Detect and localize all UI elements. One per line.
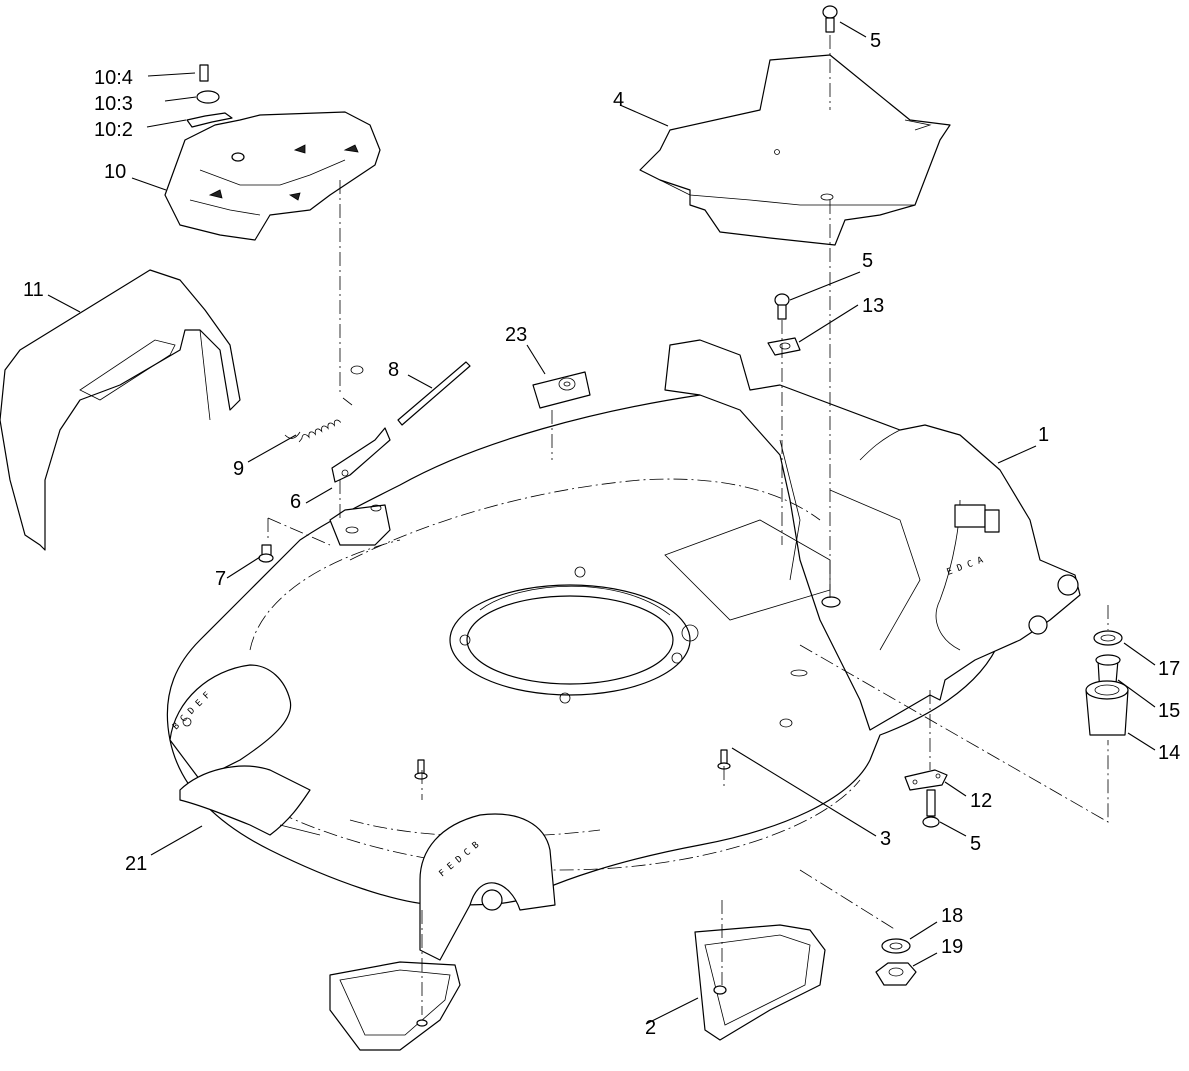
callout-8: 8 [388, 359, 399, 381]
callout-10: 10 [104, 161, 126, 183]
nut-item-19 [875, 962, 917, 986]
decal [532, 371, 591, 409]
bracket [331, 427, 391, 483]
bolt-upper [822, 5, 838, 33]
knob-item-14 [1085, 680, 1129, 736]
spring [284, 397, 353, 443]
callout-5-middle: 5 [862, 250, 873, 272]
callout-10-2: 10:2 [94, 119, 133, 141]
front-plate [179, 765, 321, 836]
callout-9: 9 [233, 458, 244, 480]
callout-17: 17 [1158, 658, 1180, 680]
callout-10-4: 10:4 [94, 67, 133, 89]
washer-item-17 [1093, 630, 1123, 646]
callout-2: 2 [645, 1017, 656, 1039]
bracket-item-12 [904, 769, 948, 791]
front-wheel-pocket-left: B C D E F [169, 664, 292, 781]
skid-plate-left [329, 961, 461, 1051]
baffle-plate [639, 54, 951, 246]
callout-13: 13 [862, 295, 884, 317]
clip [767, 337, 801, 356]
callout-12: 12 [970, 790, 992, 812]
skid-plate-right [694, 924, 826, 1041]
washer-item-18 [881, 938, 911, 954]
deck-screw-left [414, 759, 428, 780]
bolt-lower [922, 789, 940, 828]
mower-deck-housing: E D C A [166, 339, 1081, 906]
callout-7: 7 [215, 568, 226, 590]
screw-item-7 [258, 544, 274, 563]
top-cover [164, 64, 381, 241]
callout-4: 4 [613, 89, 624, 111]
callout-15: 15 [1158, 700, 1180, 722]
bolt-middle [774, 293, 790, 320]
callout-1: 1 [1038, 424, 1049, 446]
callout-10-3: 10:3 [94, 93, 133, 115]
callout-6: 6 [290, 491, 301, 513]
rod [397, 361, 471, 426]
leader-lines [47, 21, 1156, 1025]
callout-11: 11 [23, 279, 44, 301]
callout-14: 14 [1158, 742, 1180, 764]
callout-3: 3 [880, 828, 891, 850]
assembly-lines [267, 35, 1109, 1015]
rear-guard [0, 269, 241, 551]
callout-18: 18 [941, 905, 963, 927]
front-wheel-pocket-center: F E D C B [419, 813, 556, 961]
callout-5-bottom: 5 [970, 833, 981, 855]
callout-19: 19 [941, 936, 963, 958]
callout-23: 23 [505, 324, 527, 346]
callout-5-top: 5 [870, 30, 881, 52]
callout-21: 21 [125, 853, 147, 875]
callout-labels: 1 2 3 4 5 5 5 6 7 8 9 10 10:2 10:3 10:4 … [23, 30, 1180, 1039]
